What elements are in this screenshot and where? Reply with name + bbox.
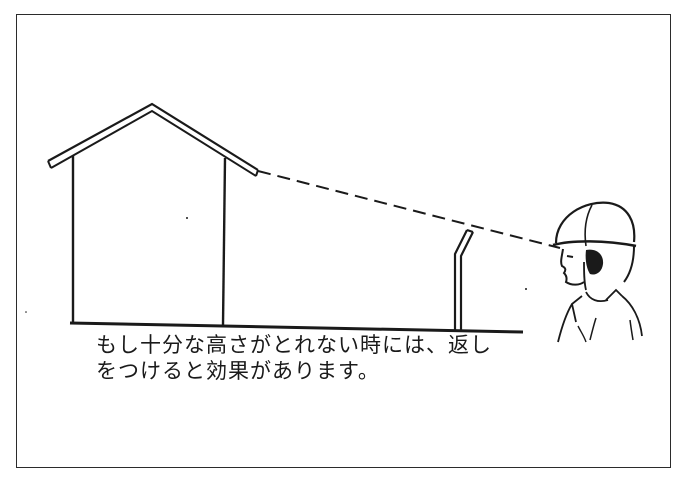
figure-border bbox=[16, 14, 671, 468]
house-icon bbox=[47, 102, 259, 326]
helmet-person-icon bbox=[552, 201, 643, 343]
ground-line bbox=[69, 321, 524, 334]
fence-with-return-icon bbox=[453, 229, 474, 332]
caption: もし十分な高さがとれない時には、返し をつけると効果があります。 bbox=[96, 332, 546, 384]
caption-line-1: もし十分な高さがとれない時には、返し bbox=[96, 333, 492, 357]
sightline bbox=[257, 170, 561, 249]
caption-line-2: をつけると効果があります。 bbox=[96, 359, 380, 383]
